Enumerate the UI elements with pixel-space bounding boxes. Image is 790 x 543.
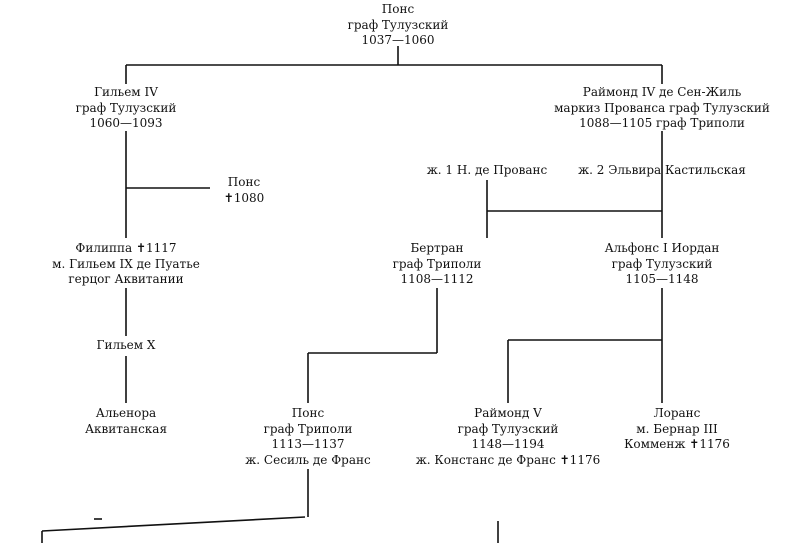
person-name: Раймонд V	[474, 406, 542, 420]
person-name: Альенора	[95, 406, 157, 420]
person-name: Понс	[381, 2, 415, 16]
person-name: ж. 2 Эльвира Кастильская	[578, 163, 746, 177]
person-title: герцог Аквитании	[68, 272, 184, 286]
connector	[41, 516, 306, 532]
person-years: 1105—1148	[625, 272, 699, 286]
person-raymond-v: Раймонд V граф Тулузский 1148—1194 ж. Ко…	[403, 406, 613, 468]
person-years: 1060—1093	[89, 116, 163, 130]
person-years: 1037—1060	[361, 33, 435, 47]
person-spouse: м. Гильем IX де Пуатье	[52, 256, 200, 271]
person-spouse: ж. Сесиль де Франс	[245, 452, 371, 467]
person-title: граф Триполи	[263, 421, 353, 436]
person-name: Гильем IV	[94, 85, 158, 99]
person-spouse: м. Бернар III	[636, 421, 718, 436]
person-name: Гильем X	[96, 338, 156, 352]
spouse-first: ж. 1 Н. де Прованс	[412, 163, 562, 179]
person-name: Лоранс	[653, 406, 701, 420]
person-years: 1113—1137	[271, 437, 345, 451]
person-name: Бертран	[410, 241, 464, 255]
person-guilhem-iv: Гильем IV граф Тулузский 1060—1093	[46, 85, 206, 132]
person-name: Альфонс I Иордан	[604, 241, 720, 255]
person-title: Аквитанская	[84, 421, 168, 436]
person-name: Филиппа ✝1117	[75, 241, 177, 255]
person-philippa: Филиппа ✝1117 м. Гильем IX де Пуатье гер…	[16, 241, 236, 288]
person-title: маркиз Прованса граф Тулузский	[554, 100, 770, 115]
person-alfons-i: Альфонс I Иордан граф Тулузский 1105—114…	[587, 241, 737, 288]
person-raymond-iv: Раймонд IV де Сен-Жиль маркиз Прованса г…	[532, 85, 790, 132]
person-title: граф Триполи	[392, 256, 482, 271]
person-name: Раймонд IV де Сен-Жиль	[582, 85, 742, 99]
person-years: Комменж ✝1176	[624, 437, 730, 451]
person-guilhem-x: Гильем X	[76, 338, 176, 354]
person-title: граф Тулузский	[611, 256, 713, 271]
person-spouse: ж. Констанс де Франс ✝1176	[415, 452, 601, 467]
person-pons-1080: Понс ✝1080	[204, 175, 284, 206]
person-name: Понс	[291, 406, 325, 420]
person-years: 1108—1112	[400, 272, 474, 286]
person-title: граф Тулузский	[457, 421, 559, 436]
person-pons-1037: Понс граф Тулузский 1037—1060	[318, 2, 478, 49]
person-bertran: Бертран граф Триполи 1108—1112	[382, 241, 492, 288]
person-years: 1148—1194	[471, 437, 545, 451]
person-name: ж. 1 Н. де Прованс	[426, 163, 548, 177]
person-name: Понс	[227, 175, 261, 189]
person-title: граф Тулузский	[75, 100, 177, 115]
person-title: граф Тулузский	[347, 17, 449, 32]
person-lorans: Лоранс м. Бернар III Комменж ✝1176	[622, 406, 732, 453]
person-pons-tripoli: Понс граф Триполи 1113—1137 ж. Сесиль де…	[233, 406, 383, 468]
person-years: 1088—1105 граф Триполи	[579, 116, 745, 130]
person-alienor: Альенора Аквитанская	[66, 406, 186, 437]
spouse-second: ж. 2 Эльвира Кастильская	[567, 163, 757, 179]
person-years: ✝1080	[223, 190, 265, 205]
